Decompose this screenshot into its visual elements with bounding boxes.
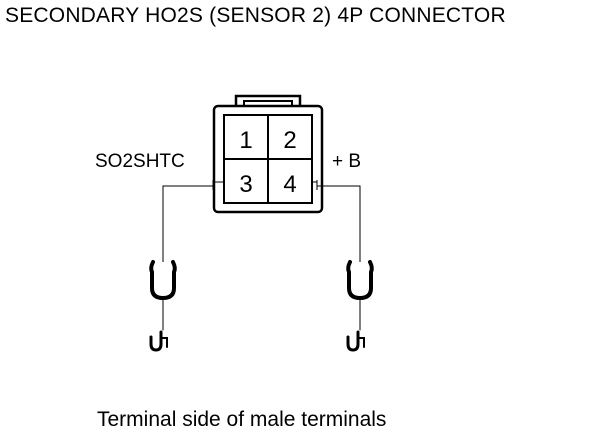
right-probe-icon [346, 260, 374, 352]
connector-housing [212, 94, 324, 214]
diagram-title: SECONDARY HO2S (SENSOR 2) 4P CONNECTOR [5, 4, 506, 27]
right-wire [312, 180, 361, 262]
pin-1-label: 1 [239, 127, 252, 154]
caption-text: Terminal side of male terminals [97, 408, 387, 431]
pin-4-label: 4 [283, 171, 296, 198]
so2shtc-label: SO2SHTC [95, 151, 185, 172]
pin-3-label: 3 [239, 171, 252, 198]
left-wire [162, 180, 224, 262]
left-probe-icon [149, 260, 177, 352]
plus-b-label: + B [332, 151, 361, 172]
pin-2-label: 2 [283, 127, 296, 154]
